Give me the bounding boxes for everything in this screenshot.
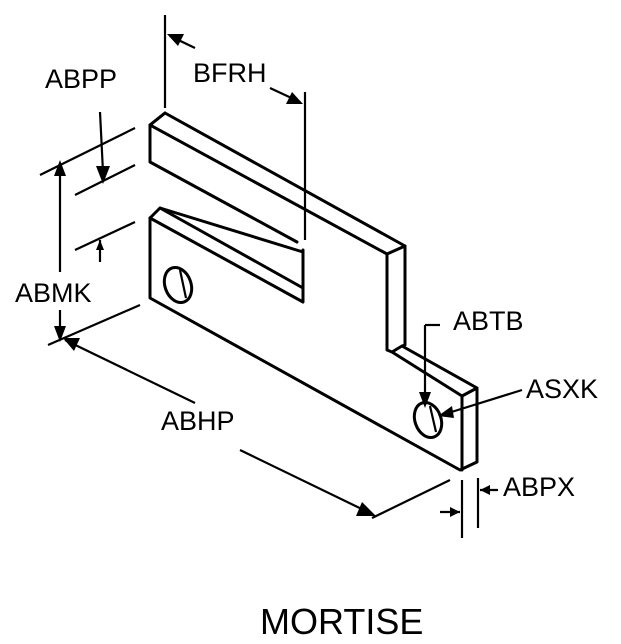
dimension-lines [39,15,523,538]
label-abmk: ABMK [15,278,92,308]
label-bfrh: BFRH [193,58,267,88]
label-abtb: ABTB [453,306,524,336]
label-abpx: ABPX [503,472,575,502]
label-asxk: ASXK [526,374,598,404]
mortise-part [148,111,479,472]
diagram-title: MORTISE [260,601,423,642]
label-abpp: ABPP [45,64,117,94]
label-abhp: ABHP [161,406,235,436]
